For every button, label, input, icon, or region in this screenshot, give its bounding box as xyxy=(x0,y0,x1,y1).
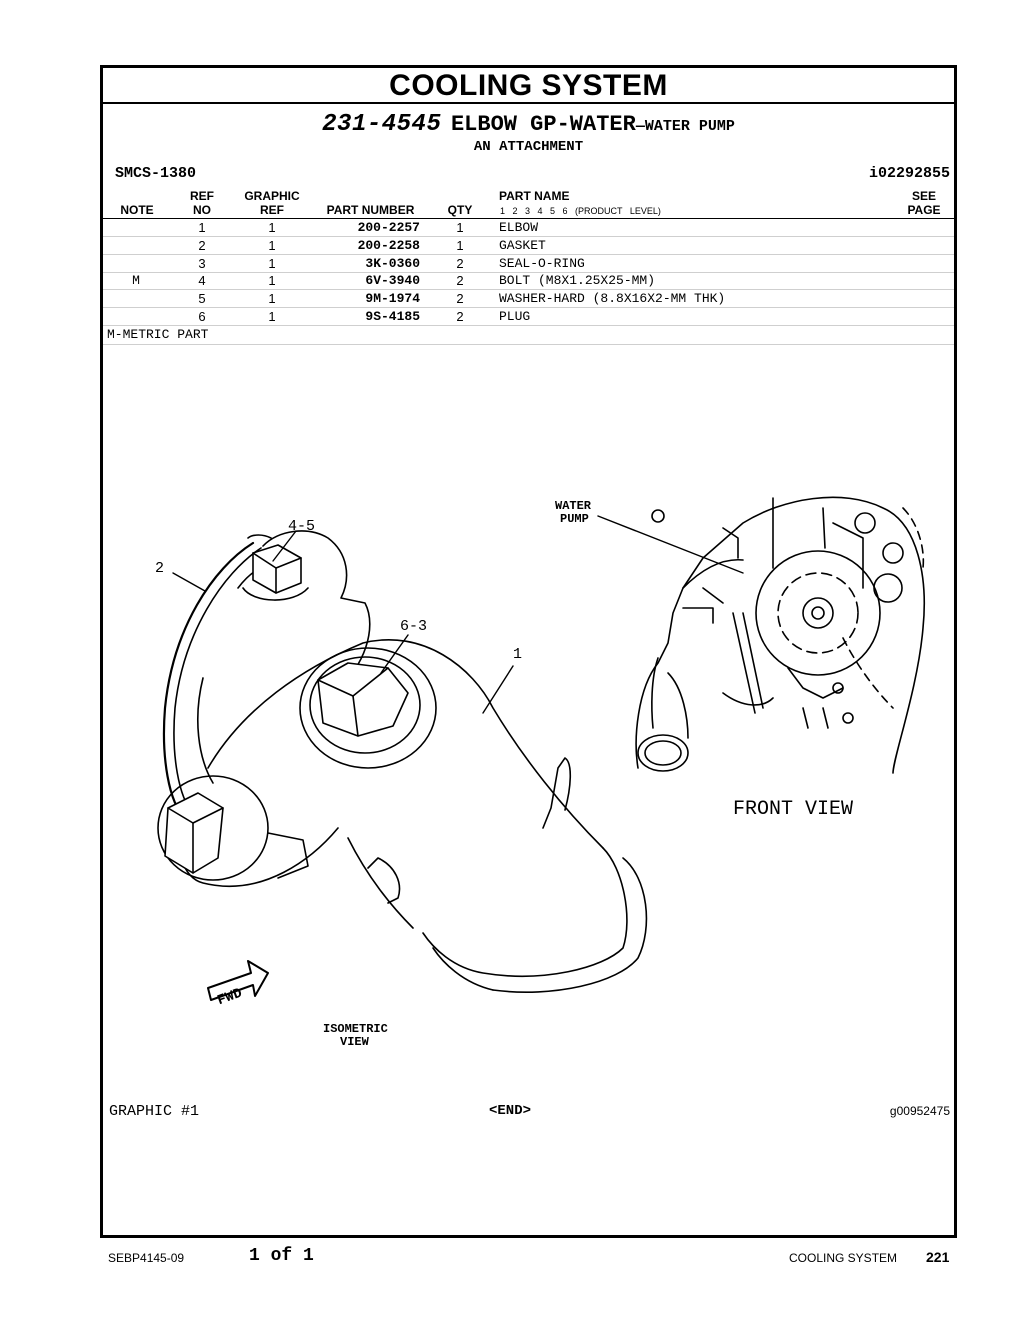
col-product-level: 1 2 3 4 5 6 (PRODUCT LEVEL) xyxy=(500,206,661,216)
cell-qty: 1 xyxy=(456,237,464,253)
cell-name: SEAL-O-RING xyxy=(499,255,585,271)
footer-doc-number: SEBP4145-09 xyxy=(108,1251,185,1265)
page-frame: COOLING SYSTEM 231-4545 ELBOW GP-WATER—W… xyxy=(100,65,957,1238)
hex-bolt-top xyxy=(242,544,309,601)
footnote-divider xyxy=(103,344,954,345)
info-reference: i02292855 xyxy=(868,165,950,182)
footer-page-number: 221 xyxy=(926,1249,950,1265)
callout-leaders xyxy=(172,515,744,714)
cell-pn: 200-2258 xyxy=(357,237,420,253)
col-part-number: PART NUMBER xyxy=(326,203,415,217)
col-qty: QTY xyxy=(447,203,473,217)
group-number: 231-4545 xyxy=(322,111,442,138)
end-marker: <END> xyxy=(489,1103,532,1119)
footer-section: COOLING SYSTEM xyxy=(789,1251,898,1265)
header-divider xyxy=(103,218,954,219)
group-name: ELBOW GP-WATER xyxy=(450,112,636,137)
smcs-code: SMCS-1380 xyxy=(115,165,197,182)
cell-pn: 3K-0360 xyxy=(365,255,420,271)
cell-pn: 9M-1974 xyxy=(365,291,420,307)
cell-pn: 200-2257 xyxy=(357,220,420,235)
cell-ref: 6 xyxy=(198,309,206,324)
water-pump-label-1: WATER xyxy=(555,499,592,513)
gasket-part xyxy=(162,534,272,820)
hex-bolt-side xyxy=(157,775,309,881)
cell-gref: 1 xyxy=(268,291,276,307)
col-see-page: SEE PAGE xyxy=(907,189,941,217)
cell-note: M xyxy=(132,273,140,289)
cell-ref: 5 xyxy=(198,291,206,307)
cell-qty: 2 xyxy=(456,309,464,324)
cell-gref: 1 xyxy=(268,237,276,253)
cell-gref: 1 xyxy=(268,273,276,289)
cell-ref: 3 xyxy=(198,255,206,271)
cell-ref: 4 xyxy=(198,273,206,289)
front-view-assembly xyxy=(635,496,926,774)
metric-footnote: M-METRIC PART xyxy=(107,327,209,342)
cell-pn: 6V-3940 xyxy=(365,273,420,289)
callout-4-5: 4-5 xyxy=(288,518,315,535)
col-note: NOTE xyxy=(120,203,154,217)
callout-6-3: 6-3 xyxy=(400,618,427,635)
cell-gref: 1 xyxy=(268,255,276,271)
col-ref-no: REF NO xyxy=(190,189,214,217)
parts-illustration: 2 4-5 6-3 1 WATER PUMP FRONT VIEW ISOMET… xyxy=(155,496,926,1049)
cell-qty: 2 xyxy=(456,273,464,289)
cell-name: WASHER-HARD (8.8X16X2-MM THK) xyxy=(499,291,726,307)
plug-boss xyxy=(299,647,437,769)
cell-gref: 1 xyxy=(268,220,276,235)
table-row: 1 1 200-2257 1 ELBOW xyxy=(103,219,954,237)
col-graphic-ref: GRAPHIC REF xyxy=(244,189,300,217)
footer-page-of: 1 of 1 xyxy=(249,1246,314,1266)
group-description: —WATER PUMP xyxy=(635,118,735,135)
cell-name: BOLT (M8X1.25X25-MM) xyxy=(499,273,656,289)
page-title: COOLING SYSTEM xyxy=(103,68,954,104)
fwd-arrow xyxy=(207,960,269,1001)
water-pump-label-2: PUMP xyxy=(560,512,589,526)
callout-2: 2 xyxy=(155,560,164,577)
cell-ref: 2 xyxy=(198,237,206,253)
isometric-view-label-1: ISOMETRIC xyxy=(323,1022,388,1036)
cell-qty: 2 xyxy=(456,291,464,307)
front-view-label: FRONT VIEW xyxy=(733,798,853,821)
group-heading: 231-4545 ELBOW GP-WATER—WATER PUMP xyxy=(103,111,954,138)
cell-gref: 1 xyxy=(268,309,276,324)
isometric-view-label-2: VIEW xyxy=(340,1035,370,1049)
table-row: M 4 1 6V-3940 2 BOLT (M8X1.25X25-MM) xyxy=(103,272,954,291)
table-row: 6 1 9S-4185 2 PLUG xyxy=(103,308,954,326)
elbow-body xyxy=(175,638,648,993)
graphic-caption: GRAPHIC #1 xyxy=(109,1103,200,1120)
cell-name: GASKET xyxy=(499,237,546,253)
cell-qty: 2 xyxy=(456,255,464,271)
table-row: 3 1 3K-0360 2 SEAL-O-RING xyxy=(103,255,954,273)
col-part-name: PART NAME xyxy=(499,189,570,203)
cell-pn: 9S-4185 xyxy=(365,309,420,324)
group-subtitle: AN ATTACHMENT xyxy=(473,139,584,155)
table-row: 5 1 9M-1974 2 WASHER-HARD (8.8X16X2-MM THK) xyxy=(103,290,954,309)
cell-name: PLUG xyxy=(499,309,531,324)
cell-ref: 1 xyxy=(198,220,206,235)
fwd-label: FWD xyxy=(215,985,244,1009)
cell-name: ELBOW xyxy=(499,220,539,235)
cell-qty: 1 xyxy=(456,220,464,235)
table-row: 2 1 200-2258 1 GASKET xyxy=(103,237,954,255)
callout-1: 1 xyxy=(513,646,522,663)
graphic-id: g00952475 xyxy=(889,1104,950,1118)
